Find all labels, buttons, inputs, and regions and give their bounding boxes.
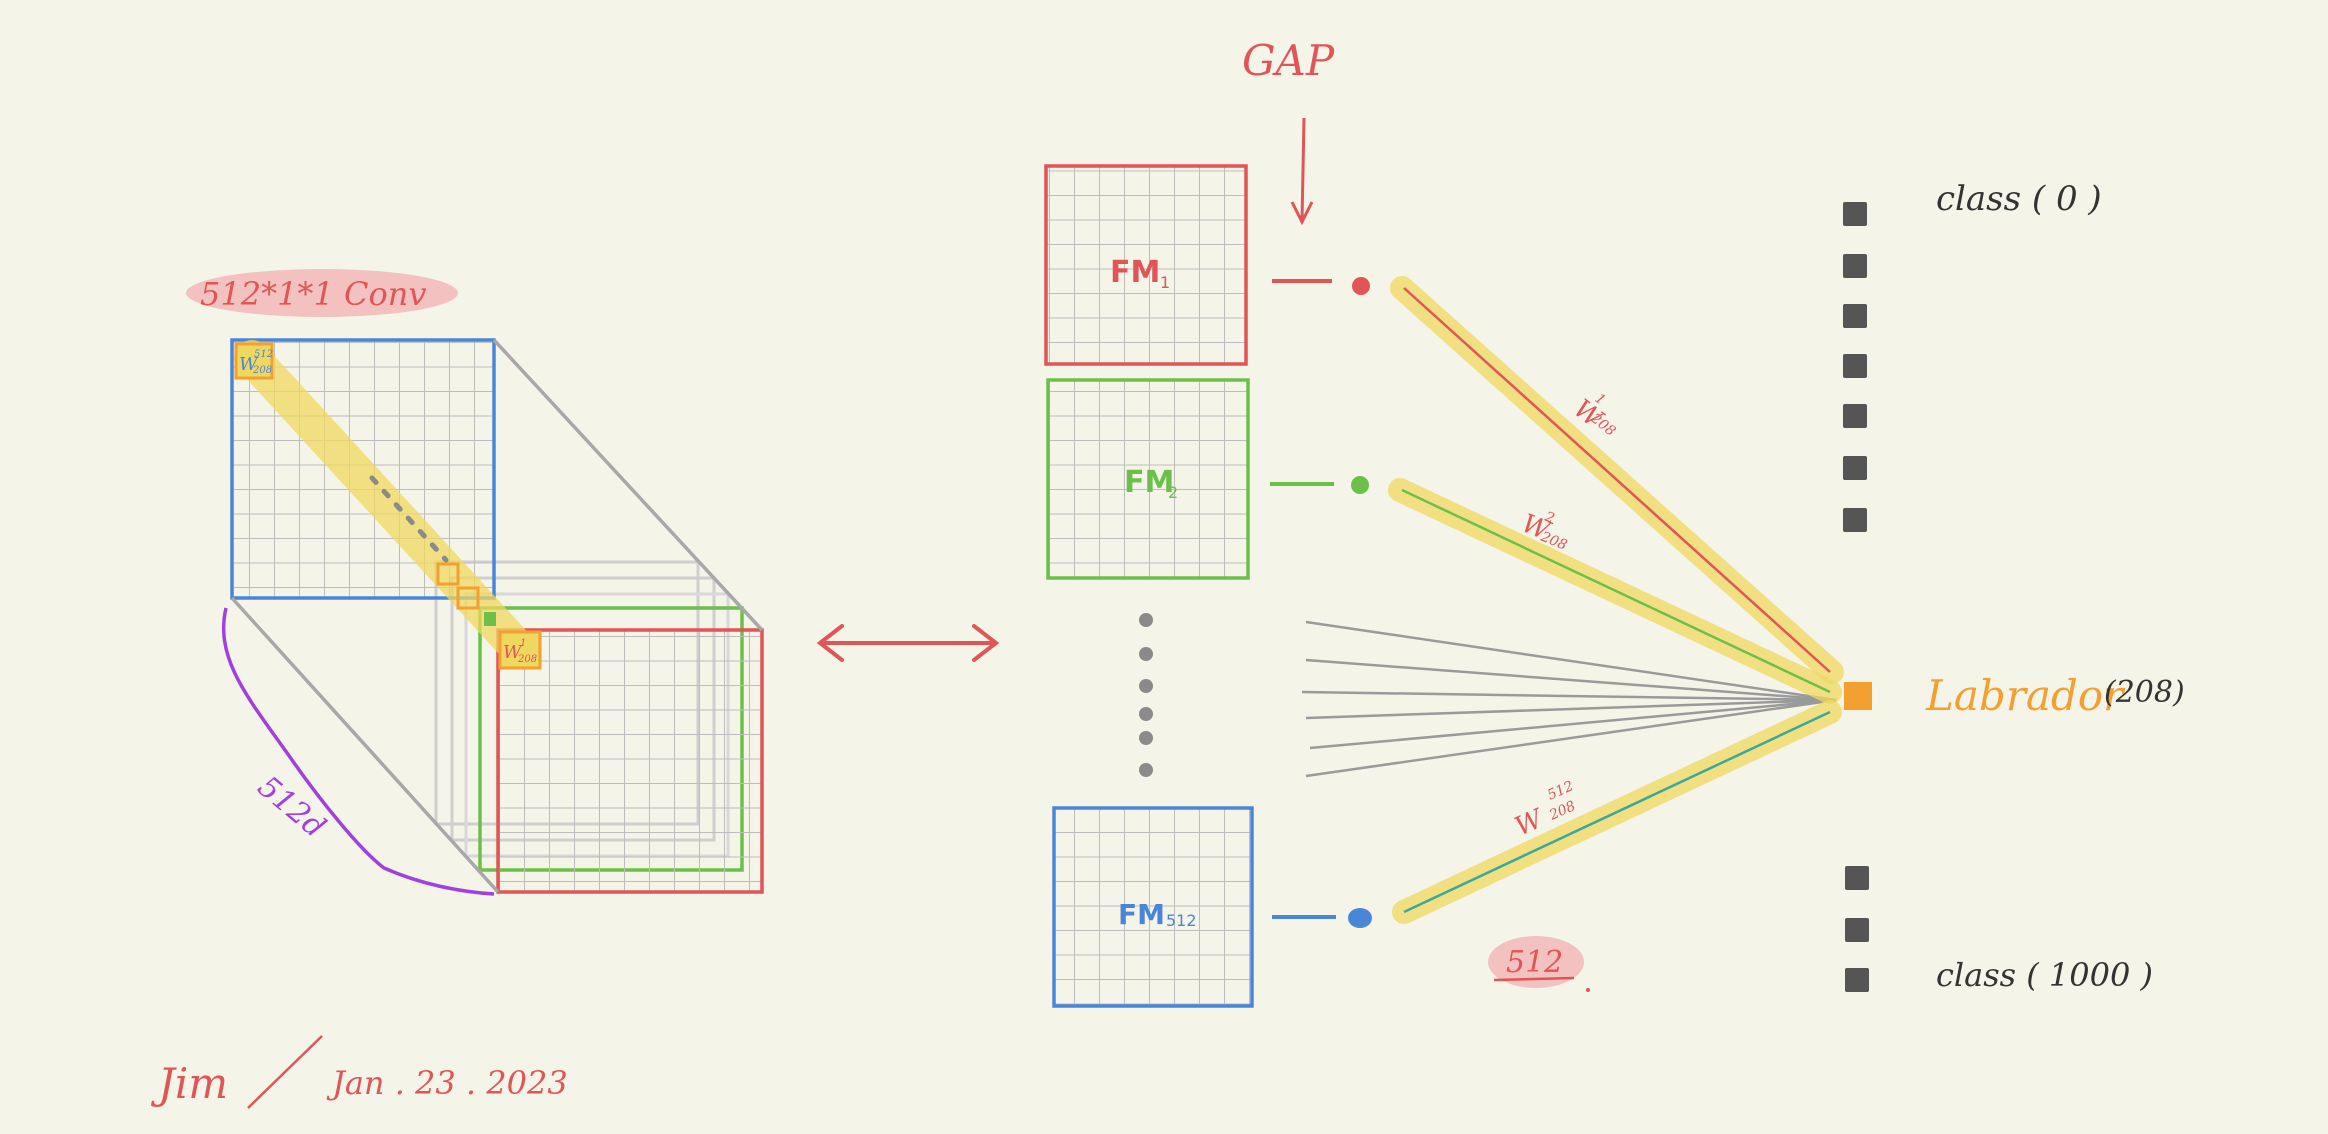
class-target-index: (208)	[2104, 675, 2185, 710]
feature-map-2-node	[1351, 476, 1369, 494]
signature-slash	[247, 1035, 323, 1109]
equivalence-arrow	[816, 624, 1000, 662]
red-kernel-border	[496, 628, 764, 894]
feature-map-1: FM 1	[1044, 164, 1370, 366]
count-label: 512	[1506, 945, 1563, 980]
depth-brace	[221, 607, 495, 896]
conv-block: 512*1*1 Conv W 512 208 W 1 208	[186, 269, 764, 896]
blue-kernel-border	[230, 338, 496, 600]
class-nodes	[1843, 202, 1869, 992]
depth-label: 512d	[251, 769, 332, 845]
feature-map-1-base: FM	[1110, 255, 1160, 290]
feature-map-2: FM 2	[1046, 378, 1369, 580]
target-class-node	[1844, 682, 1872, 710]
weight-cell-mid-1	[436, 562, 460, 586]
red-kernel-grid	[498, 630, 762, 892]
signature-author: Jim	[150, 1059, 228, 1108]
gap-label: GAP	[1242, 36, 1335, 85]
weight-cell-green	[484, 612, 496, 626]
signature: Jim Jan . 23 . 2023	[150, 1035, 568, 1109]
perspective-edge-bottom	[230, 596, 500, 894]
feature-map-2-sub: 2	[1168, 483, 1178, 502]
conv-label-highlight	[186, 269, 458, 317]
weight-bottom-sub: 208	[517, 654, 537, 665]
weight-bottom-sup: 1	[520, 638, 526, 649]
feature-map-1-node	[1352, 277, 1370, 295]
count-annotation: 512	[1488, 936, 1590, 992]
weight-cell-bottom	[498, 630, 542, 670]
feature-map-1-sub: 1	[1160, 273, 1170, 292]
weight-top-sub: 208	[252, 365, 272, 376]
gap-arrow-head	[1290, 201, 1314, 226]
feature-map-2-base: FM	[1124, 465, 1174, 500]
signature-date: Jan . 23 . 2023	[326, 1064, 568, 1102]
conv-label: 512*1*1 Conv	[200, 275, 426, 313]
weight-bottom-base: W	[503, 642, 523, 663]
class-last-label: class ( 1000 )	[1936, 956, 2153, 994]
feature-map-512-base: FM	[1118, 898, 1165, 931]
weight-top-base: W	[239, 354, 259, 375]
diagonal-highlight	[234, 340, 534, 664]
class-first-label: class ( 0 )	[1936, 179, 2102, 219]
weight-cell-top	[234, 342, 274, 380]
perspective-edge-top	[492, 338, 764, 632]
gap-annotation: GAP	[1242, 36, 1335, 226]
gap-arrow-shaft	[1300, 117, 1306, 223]
feature-map-512-node	[1348, 908, 1372, 928]
weight-top-sup: 512	[254, 349, 273, 360]
weight-cell-mid-2	[456, 586, 480, 610]
class-target-name: Labrador	[1925, 671, 2126, 720]
feature-map-512: FM 512	[1052, 806, 1372, 1008]
feature-map-512-sub: 512	[1166, 911, 1197, 930]
weight-connections	[1301, 276, 1844, 924]
diagonal-dots	[369, 475, 449, 563]
ellipsis-dots	[1139, 613, 1153, 777]
